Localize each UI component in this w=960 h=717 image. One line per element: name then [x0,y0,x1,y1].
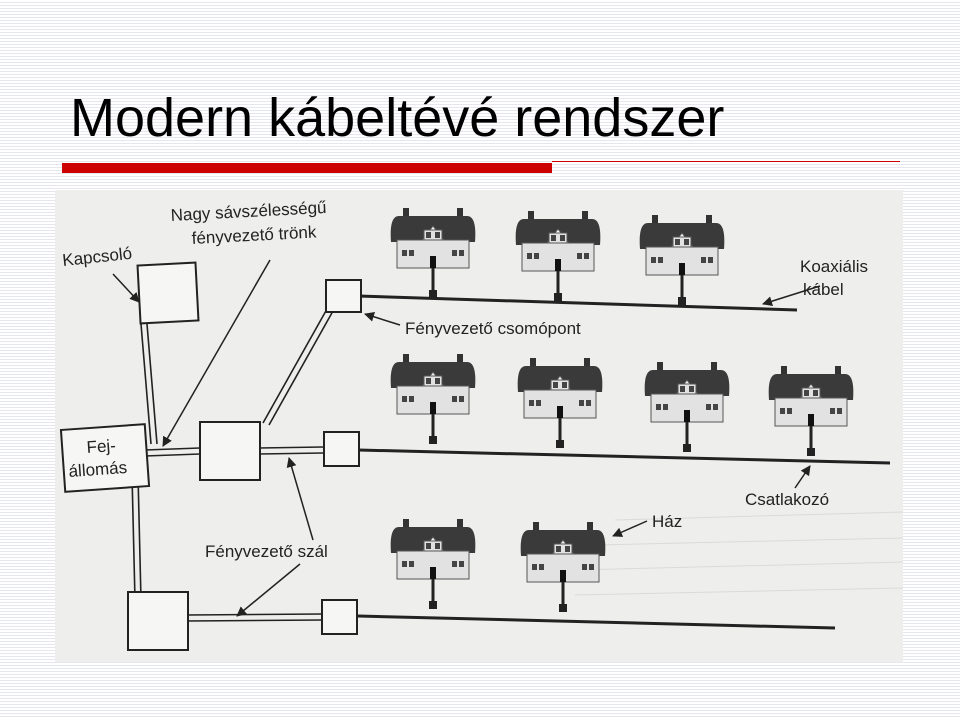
label-headend-line1: Fej- [86,436,117,457]
hub-box-middle [199,421,261,481]
pointer-arrows [112,259,821,617]
arrow-trunk [162,259,271,447]
house-row1-1 [390,207,476,299]
coax-row-3 [357,614,836,630]
title-underline-thin-rule [552,161,900,162]
arrow-fiber-up [286,457,314,541]
headend-box [59,423,151,493]
switch-box [136,261,200,325]
house-row3-1 [390,518,476,610]
label-coax-line1: Koaxiális [800,257,868,276]
label-tap: Csatlakozó [745,490,829,509]
equipment-boxes [59,261,362,651]
house-row2-3 [644,361,730,453]
houses [390,207,854,613]
coax-cables [357,294,891,630]
coax-row-1 [357,294,798,312]
arrow-coax [762,285,821,307]
fiber-node-box-1 [325,279,362,313]
house-row3-2 [520,521,606,613]
cable-tv-diagram: Kapcsoló Nagy sávszélességű fényvezető t… [55,190,903,662]
arrow-tap [794,465,811,489]
house-row2-1 [390,353,476,445]
hub-box-bottom [127,591,189,651]
arrow-fiber-down [236,563,301,617]
label-fiber-node: Fényvezető csomópont [405,319,581,338]
arrow-fiber-node [364,311,401,326]
label-coax-line2: kábel [803,280,844,299]
house-row2-2 [517,357,603,449]
title-underline-bar [62,163,552,173]
label-trunk-line1: Nagy sávszélességű [170,198,327,225]
label-trunk-line2: fényvezető trönk [191,222,317,248]
label-headend-line2: állomás [68,458,128,481]
label-house: Ház [652,512,682,531]
fiber-node-box-2 [323,431,360,467]
coax-row-2 [357,448,891,465]
house-row1-3 [639,214,725,306]
arrow-house [612,520,648,537]
house-row2-4 [768,365,854,457]
fiber-node-box-3 [321,599,358,635]
label-switch: Kapcsoló [61,244,133,270]
fiber-lines [131,308,334,622]
arrow-switch [112,273,140,303]
label-fiber: Fényvezető szál [205,542,328,561]
slide-title: Modern kábeltévé rendszer [70,88,725,148]
house-row1-2 [515,210,601,302]
